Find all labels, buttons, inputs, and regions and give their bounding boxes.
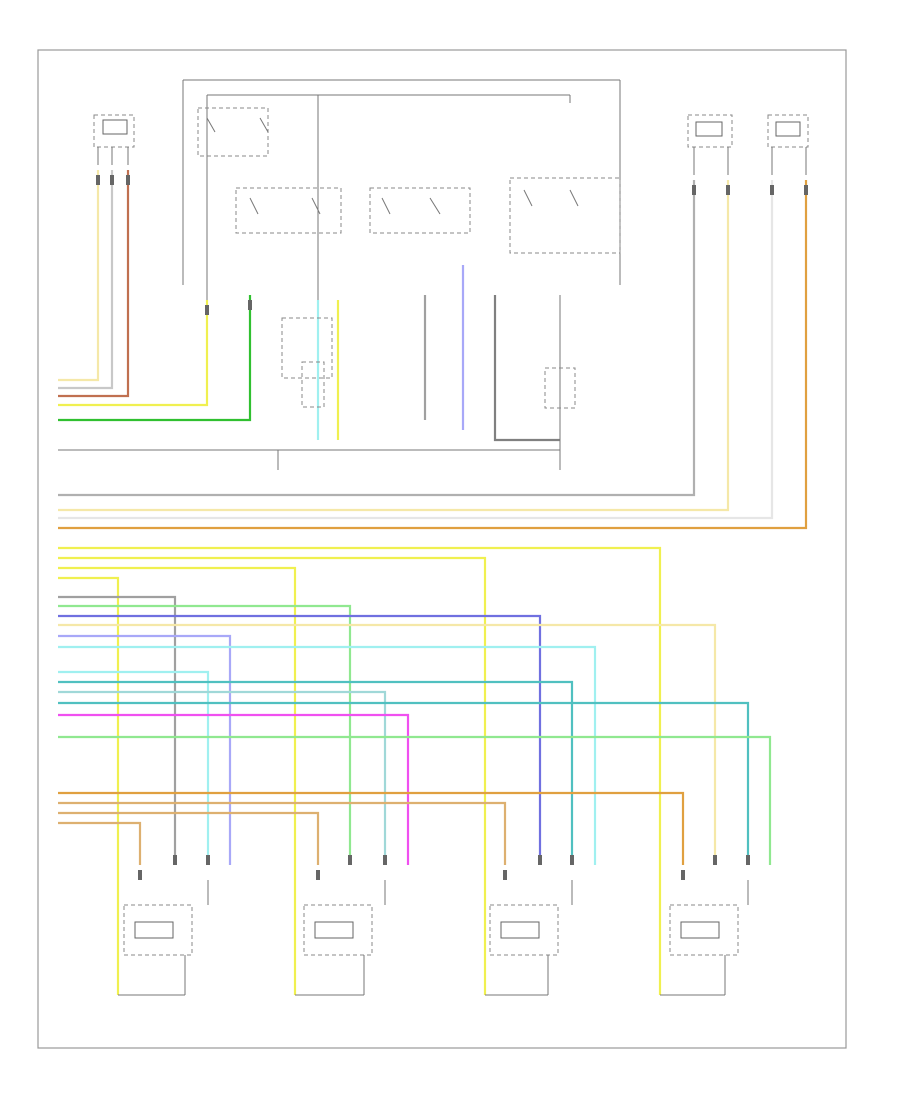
center-switch-box (301, 361, 325, 408)
wire-blue-bus-1 (58, 614, 542, 865)
wire-gray-right-1 (58, 180, 696, 497)
wire-dark-gray-center (493, 295, 560, 442)
wire-green-center (58, 295, 252, 422)
diagram-frame (37, 49, 847, 1049)
actuator-module (281, 317, 333, 379)
relay-switch-2 (235, 187, 342, 234)
wire-teal-bus-2 (58, 680, 574, 865)
wire-ltyellow-right-1 (58, 180, 730, 512)
wire-yellow-bus-3 (58, 566, 297, 995)
wire-tan-bus-1 (58, 791, 685, 865)
wire-gray-bus-1 (58, 595, 177, 865)
actuator-motor-4 (660, 880, 749, 996)
relay-switch-3 (369, 187, 471, 234)
relay-switch-4 (509, 177, 621, 254)
actuator-motor-2 (295, 880, 386, 996)
wire-yellow-bus-2 (58, 556, 487, 995)
wire-teal-bus-1 (58, 670, 210, 865)
wire-yellow-bus-1 (58, 546, 662, 995)
right-temp-sensor-1 (687, 114, 733, 175)
wire-gray-sensor (58, 170, 114, 390)
blower-module (544, 367, 576, 409)
pressure-sensor-component (93, 114, 135, 165)
wire-white-right-2 (58, 180, 774, 520)
wire-tan-bus-4 (58, 821, 142, 865)
wire-ltgreen-bus-1 (58, 735, 772, 865)
wire-green-bus-1 (58, 604, 352, 865)
wire-teal-bus-3 (58, 690, 387, 865)
wire-ltyellow-bus-1 (58, 623, 717, 865)
wire-tan-bus-2 (58, 801, 507, 865)
wire-teal-bus-4 (58, 701, 750, 865)
right-temp-sensor-2 (767, 114, 809, 175)
power-supply-lines (182, 79, 621, 300)
actuator-motor-1 (118, 880, 209, 996)
connector-pins (96, 175, 808, 880)
wire-tan-bus-3 (58, 811, 320, 865)
wire-lightblue-bus-1 (58, 634, 232, 865)
wire-brown-sensor (58, 170, 130, 398)
wire-cyan-bus-1 (58, 645, 597, 865)
wire-tan-right-2 (58, 180, 808, 530)
wire-yellow-sensor (58, 170, 100, 382)
actuator-motor-3 (485, 880, 573, 996)
wire-yellow-center (58, 300, 209, 407)
relay-switch-1 (197, 107, 269, 157)
wire-pink-bus-1 (58, 713, 410, 865)
wire-yellow-bus-4 (58, 576, 120, 995)
